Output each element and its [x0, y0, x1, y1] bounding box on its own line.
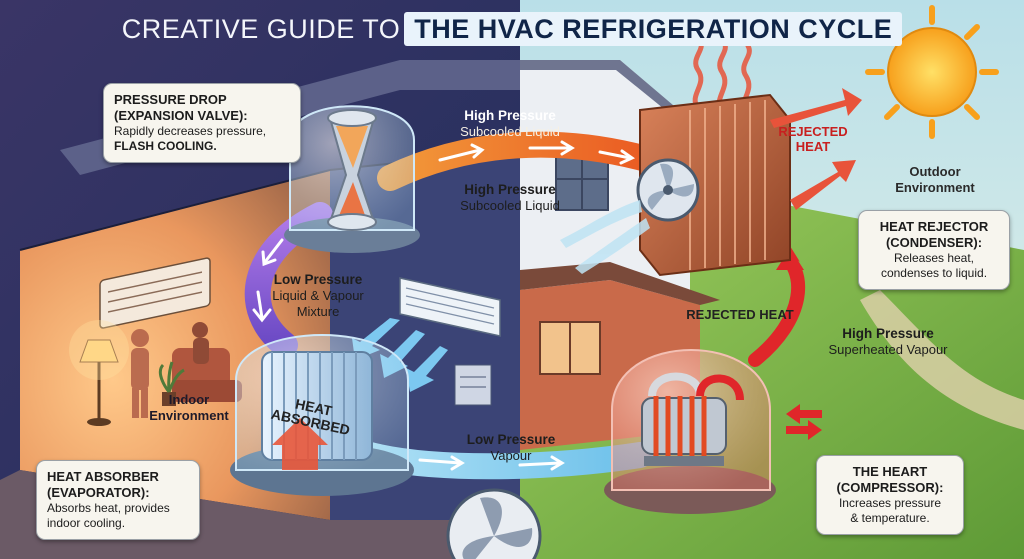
callout-subheading: (EVAPORATOR):	[47, 485, 150, 500]
flow-label-state: Liquid & Vapour	[272, 288, 364, 303]
callout-subheading: (CONDENSER):	[885, 235, 983, 250]
indoor-plant	[158, 361, 185, 406]
sofa-with-person	[172, 322, 242, 402]
rejected-heat-arrow	[790, 160, 856, 210]
callout-line: condenses to liquid.	[880, 266, 988, 280]
wall-thermostat-box	[454, 364, 492, 406]
compressor-callout: THE HEART (COMPRESSOR): Increases pressu…	[816, 455, 964, 535]
callout-subheading: (COMPRESSOR):	[836, 480, 944, 495]
flow-arrows-left	[252, 238, 284, 323]
env-line: Environment	[895, 180, 975, 195]
condenser-callout: HEAT REJECTOR (CONDENSER): Releases heat…	[858, 210, 1010, 290]
env-line: Outdoor	[909, 164, 961, 179]
callout-body: Rapidly decreases pressure,	[114, 124, 267, 138]
compressor-arrows-icon	[786, 404, 822, 440]
indoor-environment-label: Indoor Environment	[134, 392, 244, 424]
floor-lamp	[69, 320, 129, 426]
flow-label-state: Mixture	[296, 304, 340, 319]
flow-label-left: Low Pressure Liquid & Vapour Mixture	[258, 272, 378, 320]
callout-line: Absorbs heat, provides	[47, 501, 170, 515]
flow-arrows-top	[438, 140, 636, 165]
expansion-valve-callout: PRESSURE DROP (EXPANSION VALVE): Rapidly…	[103, 83, 301, 163]
callout-heading: HEAT ABSORBER	[47, 469, 159, 484]
flow-label-state: Vapour	[490, 448, 532, 463]
callout-emphasis: FLASH COOLING.	[114, 139, 217, 153]
callout-line: & temperature.	[850, 511, 930, 525]
title-main: THE HVAC REFRIGERATION CYCLE	[404, 12, 903, 46]
callout-heading: THE HEART	[852, 464, 928, 479]
standing-person	[131, 329, 149, 418]
flow-label-top-lower: High Pressure Subcooled Liquid	[440, 182, 580, 214]
evaporator-callout: HEAT ABSORBER (EVAPORATOR): Absorbs heat…	[36, 460, 200, 540]
rejected-heat-tag-mid: REJECTED HEAT	[686, 307, 794, 322]
compressor-unit	[604, 349, 776, 514]
flow-arrows-bottom	[418, 455, 565, 471]
wall-ac-unit	[99, 257, 211, 329]
condenser-unit	[560, 93, 791, 277]
flow-label-state: Subcooled Liquid	[460, 198, 560, 213]
tag-line: HEAT	[795, 139, 831, 154]
garden-path	[860, 290, 1024, 430]
pipe-high-pressure-liquid	[377, 131, 663, 191]
callout-heading: PRESSURE DROP	[114, 92, 227, 107]
rejected-heat-tag-top: REJECTED HEAT	[778, 124, 848, 154]
callout-heading: HEAT REJECTOR	[879, 219, 989, 234]
ceiling-vent	[399, 277, 501, 337]
tag-line: REJECTED	[778, 124, 848, 139]
env-line: Indoor	[168, 392, 210, 407]
flow-label-pressure: High Pressure	[464, 108, 556, 123]
flow-label-pressure: Low Pressure	[273, 272, 363, 287]
flow-label-pressure: High Pressure	[464, 182, 556, 197]
flow-label-right: High Pressure Superheated Vapour	[818, 326, 958, 358]
callout-line: Releases heat,	[893, 251, 975, 265]
env-line: Environment	[149, 408, 229, 423]
flow-label-state: Superheated Vapour	[828, 342, 948, 357]
outdoor-environment-label: Outdoor Environment	[880, 164, 990, 196]
flow-label-top: High Pressure Subcooled Liquid	[440, 108, 580, 140]
flow-label-pressure: High Pressure	[842, 326, 934, 341]
callout-line: indoor cooling.	[47, 516, 126, 530]
title-prefix: CREATIVE GUIDE TO	[121, 14, 401, 44]
bottom-fan-icon	[446, 488, 542, 559]
rejected-heat-arrow-top	[770, 88, 862, 128]
callout-line: Increases pressure	[838, 496, 942, 510]
flow-label-pressure: Low Pressure	[466, 432, 556, 447]
evaporator-unit	[230, 334, 414, 496]
flow-label-state: Subcooled Liquid	[460, 124, 560, 139]
flow-label-bottom: Low Pressure Vapour	[446, 432, 576, 464]
callout-subheading: (EXPANSION VALVE):	[114, 108, 248, 123]
expansion-valve	[284, 105, 420, 253]
